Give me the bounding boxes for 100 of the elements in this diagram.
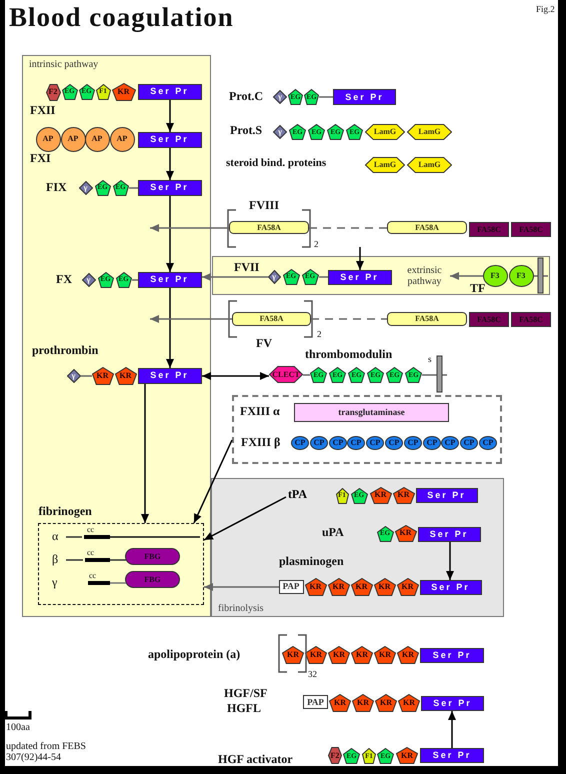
connector-line [319,96,333,98]
chain-label: β [52,553,58,566]
pentagon-domain: KR [375,694,397,712]
protein-name: apolipoprotein (a) [148,648,240,662]
rounded-domain-box: FA58A [229,221,309,234]
subscript-number: 2 [314,240,318,250]
subscript-number: 2 [317,330,322,340]
domain-box: PAP [303,695,328,709]
panel-heading: fibrinolysis [218,603,264,614]
pentagon-domain: KR [394,524,416,542]
subscript-number: 32 [308,670,317,680]
pentagon-domain: KR [396,578,418,596]
pathway-band [212,256,550,295]
pentagon-domain: KR [351,646,373,664]
domain-box: Ser Pr [138,368,202,384]
oval-domain: CP [310,436,328,450]
oval-domain: CP [423,436,441,450]
arrow [166,100,174,132]
oval-domain: CP [441,436,459,450]
protein-name: TF [470,282,486,296]
circle-domain: AP [60,126,86,152]
pentagon-domain: KR [374,646,396,664]
protein-name: FVII [234,261,260,274]
pentagon-domain: KR [352,694,374,712]
protein-name: thrombomodulin [305,348,392,362]
protein-name: Prot.C [229,90,264,104]
arrow [141,384,149,523]
connector-line [311,318,387,320]
arrow [166,288,174,368]
arrow [166,196,174,272]
domain-box: FA58C [511,222,551,237]
oval-domain: CP [404,436,422,450]
circle-domain: AP [110,126,134,152]
pentagon-domain: KR [328,578,350,596]
pentagon-domain: KR [396,747,418,764]
domain-label: cc [87,526,94,535]
diamond-domain: γ [273,125,287,139]
protein-name: FXIII α [240,405,280,418]
protein-name: FVIII [249,199,280,212]
arrow [450,272,483,280]
arrow [166,148,174,180]
domain-box: Ser Pr [416,488,478,502]
subscript-number: s [428,355,432,365]
domain-box: Ser Pr [333,89,396,105]
connector-line [309,227,387,229]
diamond-domain: γ [78,180,92,194]
hexagon-domain: LamG [407,124,452,140]
circle-domain: AP [36,126,60,152]
pathway-label: extrinsic pathway [400,264,450,288]
rounded-domain-box: FA58A [387,221,467,234]
circle-domain: AP [84,126,110,152]
pentagon-domain: KR [374,578,396,596]
domain-box: Ser Pr [138,132,202,148]
domain-box: FA58C [469,222,509,237]
hexagon-domain: LamG [407,157,452,173]
protein-name: FXII [30,104,56,118]
domain-box: Ser Pr [138,180,202,196]
protein-name: FV [256,337,272,350]
oval-domain: CP [385,436,403,450]
protein-name: Prot.S [230,124,262,138]
dashed-group-box [232,395,502,464]
hexagon-domain: LamG [365,157,405,173]
arrow [204,583,279,591]
pentagon-domain: KR [392,486,414,504]
connector-line [81,375,92,377]
arrow [204,496,286,541]
hexagon-domain: F2 [46,84,60,100]
protein-name: FX [56,273,72,286]
domain-label: cc [89,572,96,581]
protein-name: FXI [30,152,51,166]
oval-domain: CP [329,436,347,450]
protein-name: prothrombin [32,344,98,358]
pentagon-domain: KR [282,646,304,664]
pentagon-domain: KR [398,694,420,712]
domain-box: Ser Pr [418,526,480,542]
arrow [202,372,269,380]
chain-label: α [52,530,58,544]
pentagon-domain: KR [92,366,114,384]
diamond-domain: γ [268,270,280,284]
protein-name: HGF/SF [224,687,268,700]
pentagon-domain: KR [329,694,351,712]
pentagon-domain: KR [114,366,136,384]
oval-domain: CP [291,436,309,450]
hexagon-domain: CLECT [269,366,303,383]
protein-name: FIX [46,181,67,194]
pentagon-domain: KR [112,82,136,100]
pathway-panel [211,478,504,617]
domain-box: FA58C [511,312,551,327]
connector-line [129,187,138,189]
oval-domain: CP [347,436,365,450]
protein-name: uPA [322,526,344,540]
oval-domain: F3 [508,264,534,286]
protein-name: HGF activator [218,753,293,766]
domain-box: Ser Pr [421,696,484,711]
title: Blood coagulation [9,3,234,33]
pentagon-domain: KR [397,646,419,664]
domain-box: Ser Pr [420,648,484,663]
arrow [356,247,364,270]
chain-label: γ [52,576,58,590]
connector-line [319,276,328,278]
